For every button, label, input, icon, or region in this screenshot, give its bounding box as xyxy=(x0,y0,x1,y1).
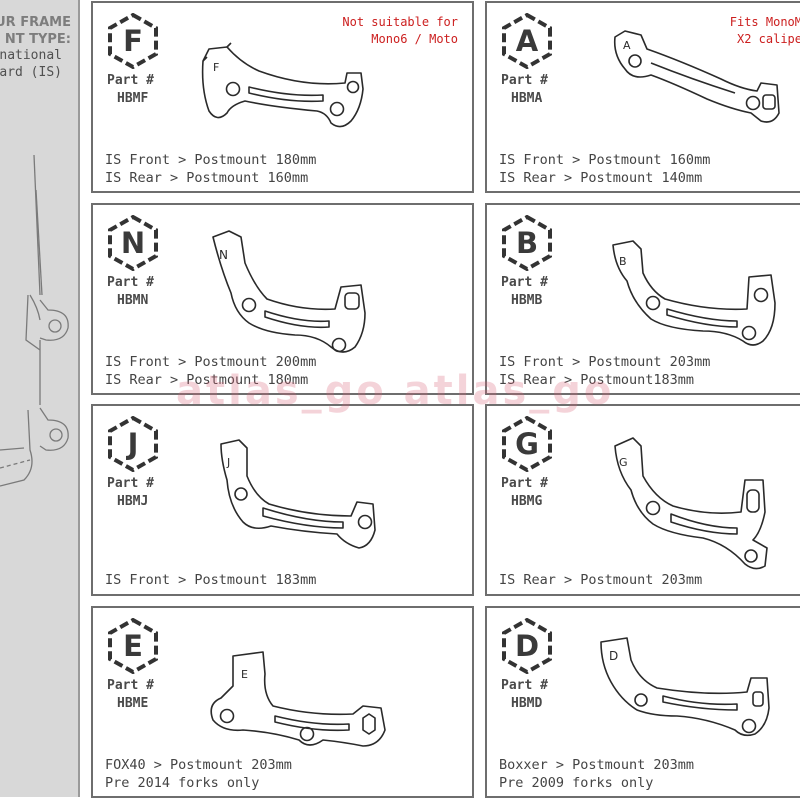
sidebar-subtitle: national ard (IS) xyxy=(0,47,62,81)
brake-adapter-bracket-icon: D xyxy=(600,637,770,737)
part-card-hbmd[interactable]: D Part # HBMD D Boxxer > Postmount 203mm… xyxy=(485,606,800,798)
brake-adapter-bracket-icon: F xyxy=(201,42,364,128)
compatibility-note: Fits MonoM X2 calipe xyxy=(729,15,800,46)
part-card-hbme[interactable]: E Part # HBME E FOX40 > Postmount 203mm … xyxy=(91,606,474,798)
bracket-letter-d: D xyxy=(609,649,618,663)
frame-type-sidebar: UR FRAME NT TYPE: national ard (IS) xyxy=(0,0,80,797)
hexagon-badge-icon xyxy=(108,618,158,674)
part-letter: E xyxy=(123,629,143,663)
brake-adapter-bracket-icon: B xyxy=(612,240,776,346)
mount-spec: IS Front > Postmount 203mm IS Rear > Pos… xyxy=(499,354,711,388)
hexagon-badge-icon xyxy=(108,215,158,271)
part-letter: D xyxy=(514,629,540,663)
part-card-hbmf[interactable]: F Part # HBMF Not suitable for Mono6 / M… xyxy=(91,1,474,193)
hexagon-badge-icon xyxy=(502,215,552,271)
part-number: HBMN xyxy=(117,293,149,308)
sidebar-title-line: NT TYPE: xyxy=(4,32,71,47)
mount-spec: IS Front > Postmount 180mm IS Rear > Pos… xyxy=(105,152,317,186)
brake-adapter-bracket-icon: N xyxy=(212,230,366,353)
part-letter: G xyxy=(515,427,539,461)
part-number: HBMD xyxy=(511,696,543,711)
part-card-hbmj[interactable]: J Part # HBMJ J IS Front > Postmount 183… xyxy=(91,404,474,596)
part-number-label: Part # xyxy=(107,476,154,491)
part-letter: F xyxy=(123,24,143,58)
part-card-hbma[interactable]: A Part # HBMA Fits MonoM X2 calipe A IS … xyxy=(485,1,800,193)
hexagon-badge-icon xyxy=(108,416,158,472)
part-number: HBMB xyxy=(511,293,543,308)
sidebar-subtitle-line: national xyxy=(0,48,62,63)
brake-adapter-bracket-icon: G xyxy=(614,437,768,570)
mount-spec: IS Front > Postmount 160mm IS Rear > Pos… xyxy=(499,152,711,186)
bracket-letter-a: A xyxy=(623,39,631,52)
part-number: HBMG xyxy=(511,494,543,509)
part-number-label: Part # xyxy=(501,73,548,88)
compatibility-note: Not suitable for Mono6 / Moto xyxy=(342,15,458,46)
brake-adapter-bracket-icon: J xyxy=(220,439,376,549)
part-number: HBMJ xyxy=(117,494,149,509)
part-number-label: Part # xyxy=(107,73,154,88)
sidebar-title: UR FRAME NT TYPE: xyxy=(0,14,71,48)
part-number-label: Part # xyxy=(107,275,154,290)
part-card-hbmn[interactable]: N Part # HBMN N IS Front > Postmount 200… xyxy=(91,203,474,395)
part-card-hbmg[interactable]: G Part # HBMG G IS Rear > Postmount 203m… xyxy=(485,404,800,596)
part-number-label: Part # xyxy=(501,275,548,290)
part-number-label: Part # xyxy=(501,476,548,491)
sidebar-title-line: UR FRAME xyxy=(0,15,71,30)
part-letter: J xyxy=(127,427,139,461)
mount-spec: Boxxer > Postmount 203mm Pre 2009 forks … xyxy=(499,757,695,791)
bracket-letter-g: G xyxy=(619,456,628,469)
part-letter: B xyxy=(515,226,539,260)
part-letter: A xyxy=(515,24,539,58)
hexagon-badge-icon xyxy=(502,618,552,674)
part-number-label: Part # xyxy=(501,678,548,693)
hexagon-badge-icon xyxy=(502,416,552,472)
bracket-letter-e: E xyxy=(241,668,248,681)
part-card-hbmb[interactable]: B Part # HBMB B IS Front > Postmount 203… xyxy=(485,203,800,395)
fork-drawing-icon xyxy=(0,154,69,487)
bracket-letter-n: N xyxy=(219,248,228,262)
part-number: HBMA xyxy=(511,91,543,106)
bracket-letter-j: J xyxy=(226,456,230,469)
bracket-letter-f: F xyxy=(213,61,219,74)
brake-adapter-bracket-icon: A xyxy=(613,30,780,123)
mount-spec: IS Front > Postmount 200mm IS Rear > Pos… xyxy=(105,354,317,388)
mount-spec: FOX40 > Postmount 203mm Pre 2014 forks o… xyxy=(105,757,292,791)
hexagon-badge-icon xyxy=(502,13,552,69)
sidebar-subtitle-line: ard (IS) xyxy=(0,65,62,80)
part-number: HBME xyxy=(117,696,149,711)
part-number-label: Part # xyxy=(107,678,154,693)
part-letter: N xyxy=(120,226,146,260)
bracket-letter-b: B xyxy=(619,255,627,268)
mount-spec: IS Front > Postmount 183mm xyxy=(105,572,317,588)
mount-spec: IS Rear > Postmount 203mm xyxy=(499,572,703,588)
part-number: HBMF xyxy=(117,91,149,106)
brake-adapter-bracket-icon: E xyxy=(210,651,386,747)
hexagon-badge-icon xyxy=(108,13,158,69)
